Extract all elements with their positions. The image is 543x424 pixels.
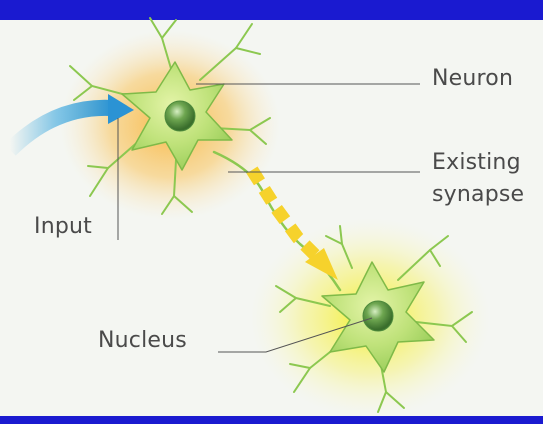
input-label: Input [34, 214, 92, 240]
lower-nucleus [363, 301, 393, 331]
bottom-frame [0, 416, 543, 420]
top-frame [0, 0, 543, 20]
existing-synapse-label-line1: Existing [432, 150, 521, 176]
existing-synapse-label-line2: synapse [432, 182, 524, 208]
nucleus-label: Nucleus [98, 328, 187, 354]
neuron-label: Neuron [432, 66, 513, 92]
upper-nucleus [165, 101, 195, 131]
